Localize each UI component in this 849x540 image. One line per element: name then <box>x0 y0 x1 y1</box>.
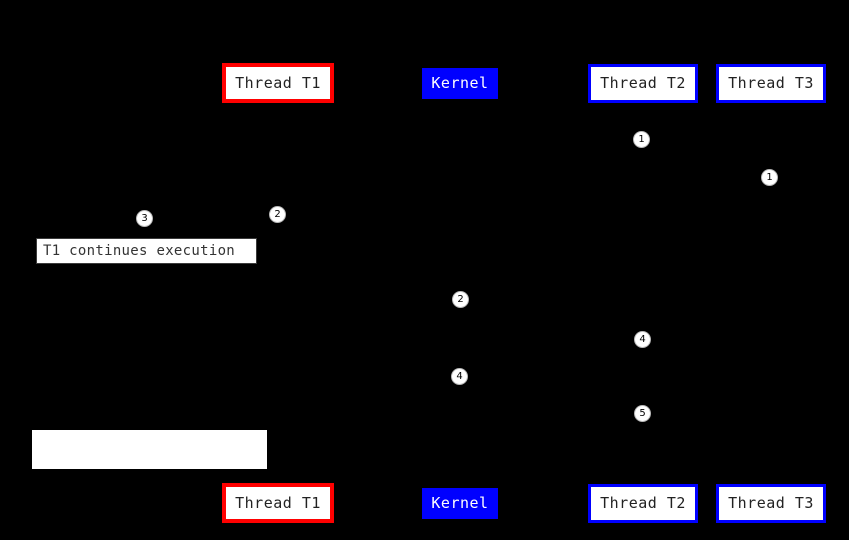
participant-t3-top[interactable]: Thread T3 <box>716 64 826 103</box>
participant-kernel-bottom[interactable]: Kernel <box>422 488 498 519</box>
participant-t1-bottom[interactable]: Thread T1 <box>222 483 334 523</box>
step-marker: 2 <box>452 291 469 308</box>
participant-t3-bottom[interactable]: Thread T3 <box>716 484 826 523</box>
step-marker: 3 <box>136 210 153 227</box>
participant-kernel-top[interactable]: Kernel <box>422 68 498 99</box>
participant-label: Thread T2 <box>600 74 686 92</box>
note-text: T1 continues execution <box>43 243 236 259</box>
step-marker: 2 <box>269 206 286 223</box>
blank-panel-bottom-left <box>32 430 267 469</box>
note-note-t1-continues: T1 continues execution <box>36 238 257 264</box>
participant-label: Thread T2 <box>600 494 686 512</box>
participant-t2-bottom[interactable]: Thread T2 <box>588 484 698 523</box>
step-marker: 4 <box>451 368 468 385</box>
participant-t2-top[interactable]: Thread T2 <box>588 64 698 103</box>
message-arrow <box>460 299 643 300</box>
participant-label: Kernel <box>431 74 489 92</box>
participant-label: Thread T3 <box>728 494 814 512</box>
message-arrow <box>643 177 770 178</box>
message-arrow <box>278 214 460 215</box>
message-arrow <box>643 139 770 140</box>
lifeline <box>643 103 644 484</box>
participant-t1-top[interactable]: Thread T1 <box>222 63 334 103</box>
participant-label: Kernel <box>431 494 489 512</box>
message-arrow <box>278 376 460 377</box>
participant-label: Thread T1 <box>235 493 321 512</box>
message-arrow <box>460 413 643 414</box>
participant-label: Thread T1 <box>235 73 321 92</box>
message-arrow <box>643 339 770 340</box>
step-marker: 1 <box>761 169 778 186</box>
lifeline <box>770 103 771 484</box>
step-marker: 4 <box>634 331 651 348</box>
step-marker: 5 <box>634 405 651 422</box>
step-marker: 1 <box>633 131 650 148</box>
lifeline <box>278 103 279 483</box>
participant-label: Thread T3 <box>728 74 814 92</box>
